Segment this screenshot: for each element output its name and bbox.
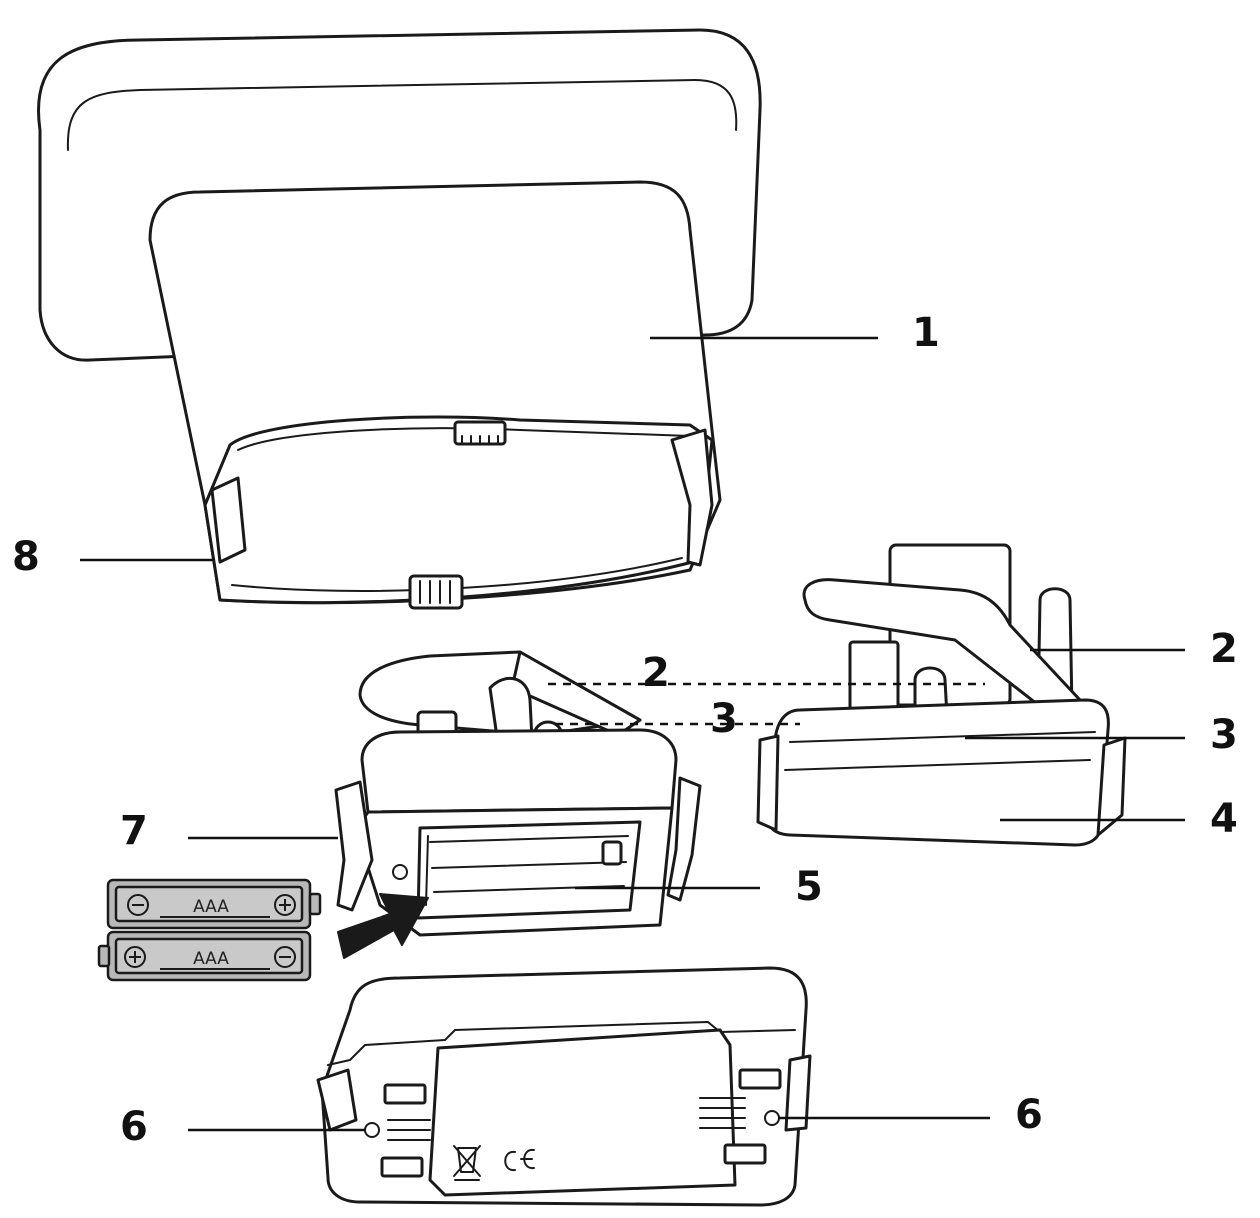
plus-circle-icon [124, 946, 146, 968]
back-plate [316, 966, 812, 1207]
callout-3-right: 3 [1210, 712, 1238, 758]
callout-2-right: 2 [1210, 626, 1238, 672]
battery-type-label: AAA [193, 897, 229, 917]
left-module [334, 650, 702, 937]
leader-lines [80, 336, 1185, 1132]
callout-2-left: 2 [642, 650, 670, 696]
callout-6-left: 6 [120, 1104, 148, 1150]
callout-4: 4 [1210, 796, 1238, 842]
callout-8: 8 [12, 534, 40, 580]
minus-circle-icon [127, 894, 149, 916]
right-arrow-icon [337, 893, 429, 959]
battery-left-lower: AAA [97, 930, 312, 982]
crossed-bin-icon [453, 1145, 481, 1181]
right-module [756, 543, 1127, 847]
callout-6-right: 6 [1015, 1092, 1043, 1138]
battery-type-label: AAA [193, 949, 229, 969]
callout-1: 1 [912, 310, 940, 356]
callout-7: 7 [120, 808, 148, 854]
plus-circle-icon [274, 894, 296, 916]
battery-left-upper: AAA [106, 878, 322, 930]
ce-mark-icon [504, 1148, 535, 1172]
callout-3-left: 3 [710, 696, 738, 742]
minus-circle-icon [274, 946, 296, 968]
main-housing [37, 28, 762, 610]
callout-5: 5 [795, 864, 823, 910]
